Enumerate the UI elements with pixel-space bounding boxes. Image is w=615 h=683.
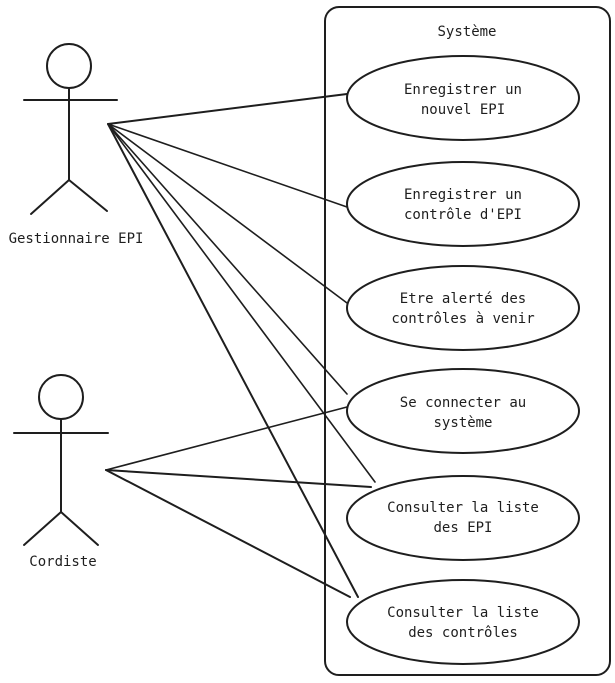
use-case-uc1: Enregistrer un nouvel EPI (346, 55, 580, 141)
use-case-label-line1: Enregistrer un (404, 187, 522, 203)
use-case-label-line2: des contrôles (408, 625, 518, 641)
actor-label-cordiste: Cordiste (29, 554, 96, 570)
use-case-label-line2: contrôles à venir (391, 311, 534, 327)
association-cordiste-uc5 (105, 469, 372, 488)
use-case-uc6: Consulter la liste des contrôles (346, 579, 580, 665)
system-title: Système (437, 24, 496, 40)
use-case-ellipse (346, 368, 580, 454)
use-case-uc2: Enregistrer un contrôle d'EPI (346, 161, 580, 247)
system-boundary: Système (324, 6, 611, 676)
use-case-uc3: Etre alerté des contrôles à venir (346, 265, 580, 351)
association-gestionnaire-uc5 (107, 123, 376, 483)
stick-figure-icon (23, 43, 118, 215)
use-case-label-line1: Consulter la liste (387, 500, 539, 516)
association-gestionnaire-uc3 (107, 123, 348, 304)
actor-cordiste: Cordiste (13, 374, 109, 570)
use-case-ellipse (346, 265, 580, 351)
association-gestionnaire-uc1 (107, 93, 348, 125)
actor-label-gestionnaire: Gestionnaire EPI (9, 231, 144, 247)
association-cordiste-uc4 (105, 406, 348, 471)
use-case-label-line2: système (433, 415, 492, 431)
use-case-label-line2: contrôle d'EPI (404, 207, 522, 223)
association-lines (105, 93, 376, 598)
use-case-uc4: Se connecter au système (346, 368, 580, 454)
use-case-uc5: Consulter la liste des EPI (346, 475, 580, 561)
use-case-label-line2: nouvel EPI (421, 102, 505, 118)
use-case-label-line1: Etre alerté des (400, 291, 526, 307)
association-gestionnaire-uc6 (107, 123, 359, 598)
use-case-label-line1: Se connecter au (400, 395, 526, 411)
use-case-ellipse (346, 579, 580, 665)
use-case-label-line1: Enregistrer un (404, 82, 522, 98)
association-cordiste-uc6 (105, 469, 351, 598)
association-gestionnaire-uc4 (107, 123, 348, 395)
use-case-ellipse (346, 55, 580, 141)
stick-figure-icon (13, 374, 109, 546)
use-case-label-line1: Consulter la liste (387, 605, 539, 621)
use-case-ellipse (346, 161, 580, 247)
system-boundary-box (324, 6, 611, 676)
actor-gestionnaire-epi: Gestionnaire EPI (9, 43, 144, 247)
association-gestionnaire-uc2 (107, 123, 348, 208)
use-case-ellipse (346, 475, 580, 561)
use-case-label-line2: des EPI (433, 520, 492, 536)
